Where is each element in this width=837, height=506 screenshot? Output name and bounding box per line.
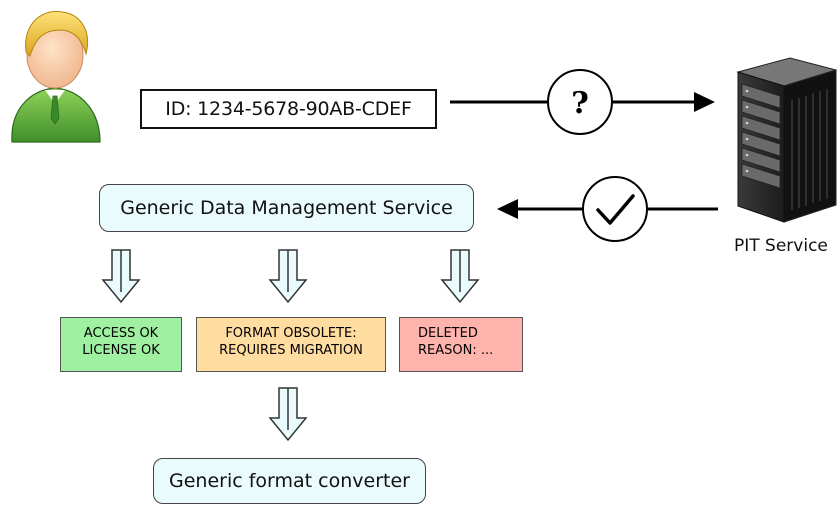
response-arrow [497,199,718,219]
pit-service-label: PIT Service [734,236,828,256]
data-management-service-label: Generic Data Management Service [120,197,453,219]
format-converter-label: Generic format converter [169,470,410,492]
checkmark-icon [582,176,648,242]
status-access-line2: LICENSE OK [82,343,160,358]
data-management-service-box: Generic Data Management Service [99,184,474,232]
status-deleted: DELETED REASON: ... [399,317,523,372]
status-format-line2: REQUIRES MIGRATION [219,343,363,358]
query-circle [547,69,613,135]
request-arrow [450,92,715,112]
server-rack-icon [736,57,837,223]
status-format-line1: FORMAT OBSOLETE: [225,326,357,341]
status-access-line1: ACCESS OK [83,326,159,341]
status-format-obsolete: FORMAT OBSOLETE: REQUIRES MIGRATION [196,317,386,372]
identifier-text: ID: 1234-5678-90AB-CDEF [165,98,412,120]
status-access-ok: ACCESS OK LICENSE OK [60,317,182,372]
status-deleted-line1: DELETED [418,326,478,341]
identifier-box: ID: 1234-5678-90AB-CDEF [140,89,437,129]
user-avatar-icon [11,10,101,143]
format-converter-box: Generic format converter [153,458,426,504]
query-symbol: ? [571,86,589,121]
status-deleted-line2: REASON: ... [418,343,494,358]
